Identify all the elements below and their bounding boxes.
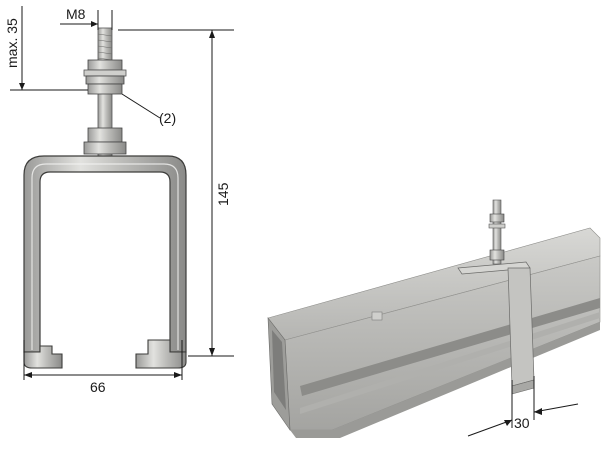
hanger-clamp-front-view <box>23 27 187 369</box>
width-label: 66 <box>90 379 106 395</box>
thread-size-label: M8 <box>66 6 86 22</box>
part-number-label: (2) <box>159 110 176 126</box>
clamp-width-label: 30 <box>514 415 530 431</box>
height-label: 145 <box>215 182 231 206</box>
dimension-lines <box>10 6 234 380</box>
rail-assembly-photo <box>267 199 601 438</box>
clamp-width-dimension <box>467 376 579 437</box>
max-adjust-label: max. 35 <box>4 18 20 68</box>
